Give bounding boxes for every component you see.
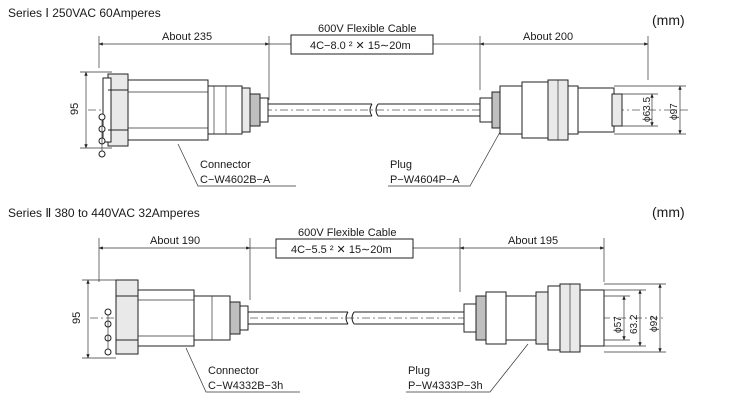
series-1-diameter-dimensions: ϕ63.5 ϕ97 — [614, 85, 686, 135]
series-2-connector-drawing — [104, 279, 249, 356]
series-2-right-dim-label: About 195 — [508, 235, 558, 247]
series-1-cable — [268, 103, 480, 117]
series-1-height-label: 95 — [69, 103, 81, 115]
series-1-title: Series Ⅰ 250VAC 60Amperes — [8, 6, 161, 20]
series-2-cable — [248, 311, 464, 325]
series-1-connector-drawing — [98, 73, 269, 158]
series-2-height-label: 95 — [71, 312, 83, 324]
series-2-title: Series Ⅱ 380 to 440VAC 32Amperes — [8, 206, 200, 220]
series-1-right-dim-label: About 200 — [523, 31, 573, 43]
series-2-unit: (mm) — [652, 204, 685, 220]
series-2-left-dim-label: About 190 — [150, 235, 200, 247]
series-2-right-dimension: About 195 — [459, 235, 605, 292]
series-2-cable-spec: 4C−5.5 ² ✕ 15∼20m — [291, 244, 392, 256]
series-2-dia-mid: 63.2 — [629, 314, 640, 334]
series-1-cable-spec: 4C−8.0 ² ✕ 15∼20m — [310, 40, 411, 52]
series-1-dia-inner: ϕ63.5 — [642, 96, 653, 122]
series-2-left-dimension: About 190 — [98, 235, 251, 300]
series-1-left-dim-label: About 235 — [162, 31, 212, 43]
series-2-plug-part: P−W4333P−3h — [408, 380, 483, 392]
series-1-cable-label: 600V Flexible Cable — [318, 23, 416, 35]
series-2-plug-drawing — [463, 283, 605, 353]
series-2-dia-outer: ϕ92 — [649, 315, 660, 332]
series-2-plug-label: Plug — [408, 365, 430, 377]
series-1-dia-outer: ϕ97 — [669, 103, 680, 120]
series-1-plug-part: P−W4604P−A — [390, 174, 460, 186]
series-1-right-dimension: About 200 — [479, 31, 649, 90]
series-1-cable-spec-box — [290, 34, 434, 55]
series-1-connector-part: C−W4602B−A — [200, 174, 271, 186]
series-2-height-dimension: 95 — [71, 279, 116, 359]
series-1-plug-label: Plug — [390, 159, 412, 171]
series-1-connector-label: Connector — [200, 159, 251, 171]
series-1-plug-drawing — [479, 79, 623, 141]
series-2-connector-label: Connector — [208, 365, 259, 377]
series-1-section: Series Ⅰ 250VAC 60Amperes (mm) About 235… — [8, 6, 690, 187]
series-2-cable-label: 600V Flexible Cable — [298, 227, 396, 239]
series-2-section: Series Ⅱ 380 to 440VAC 32Amperes (mm) Ab… — [8, 204, 685, 393]
series-2-connector-part: C−W4332B−3h — [208, 380, 283, 392]
series-2-cable-spec-box — [275, 238, 414, 259]
series-1-height-dimension: 95 — [69, 71, 112, 149]
series-2-labels: Connector C−W4332B−3h Plug P−W4333P−3h — [185, 343, 529, 393]
series-1-unit: (mm) — [652, 12, 685, 28]
series-2-dia-inner: ϕ57 — [613, 316, 624, 333]
series-2-diameter-dimensions: ϕ57 63.2 ϕ92 — [604, 283, 666, 353]
series-1-labels: Connector C−W4602B−A Plug P−W4604P−A — [177, 131, 501, 187]
series-1-left-dimension: About 235 — [98, 31, 270, 100]
